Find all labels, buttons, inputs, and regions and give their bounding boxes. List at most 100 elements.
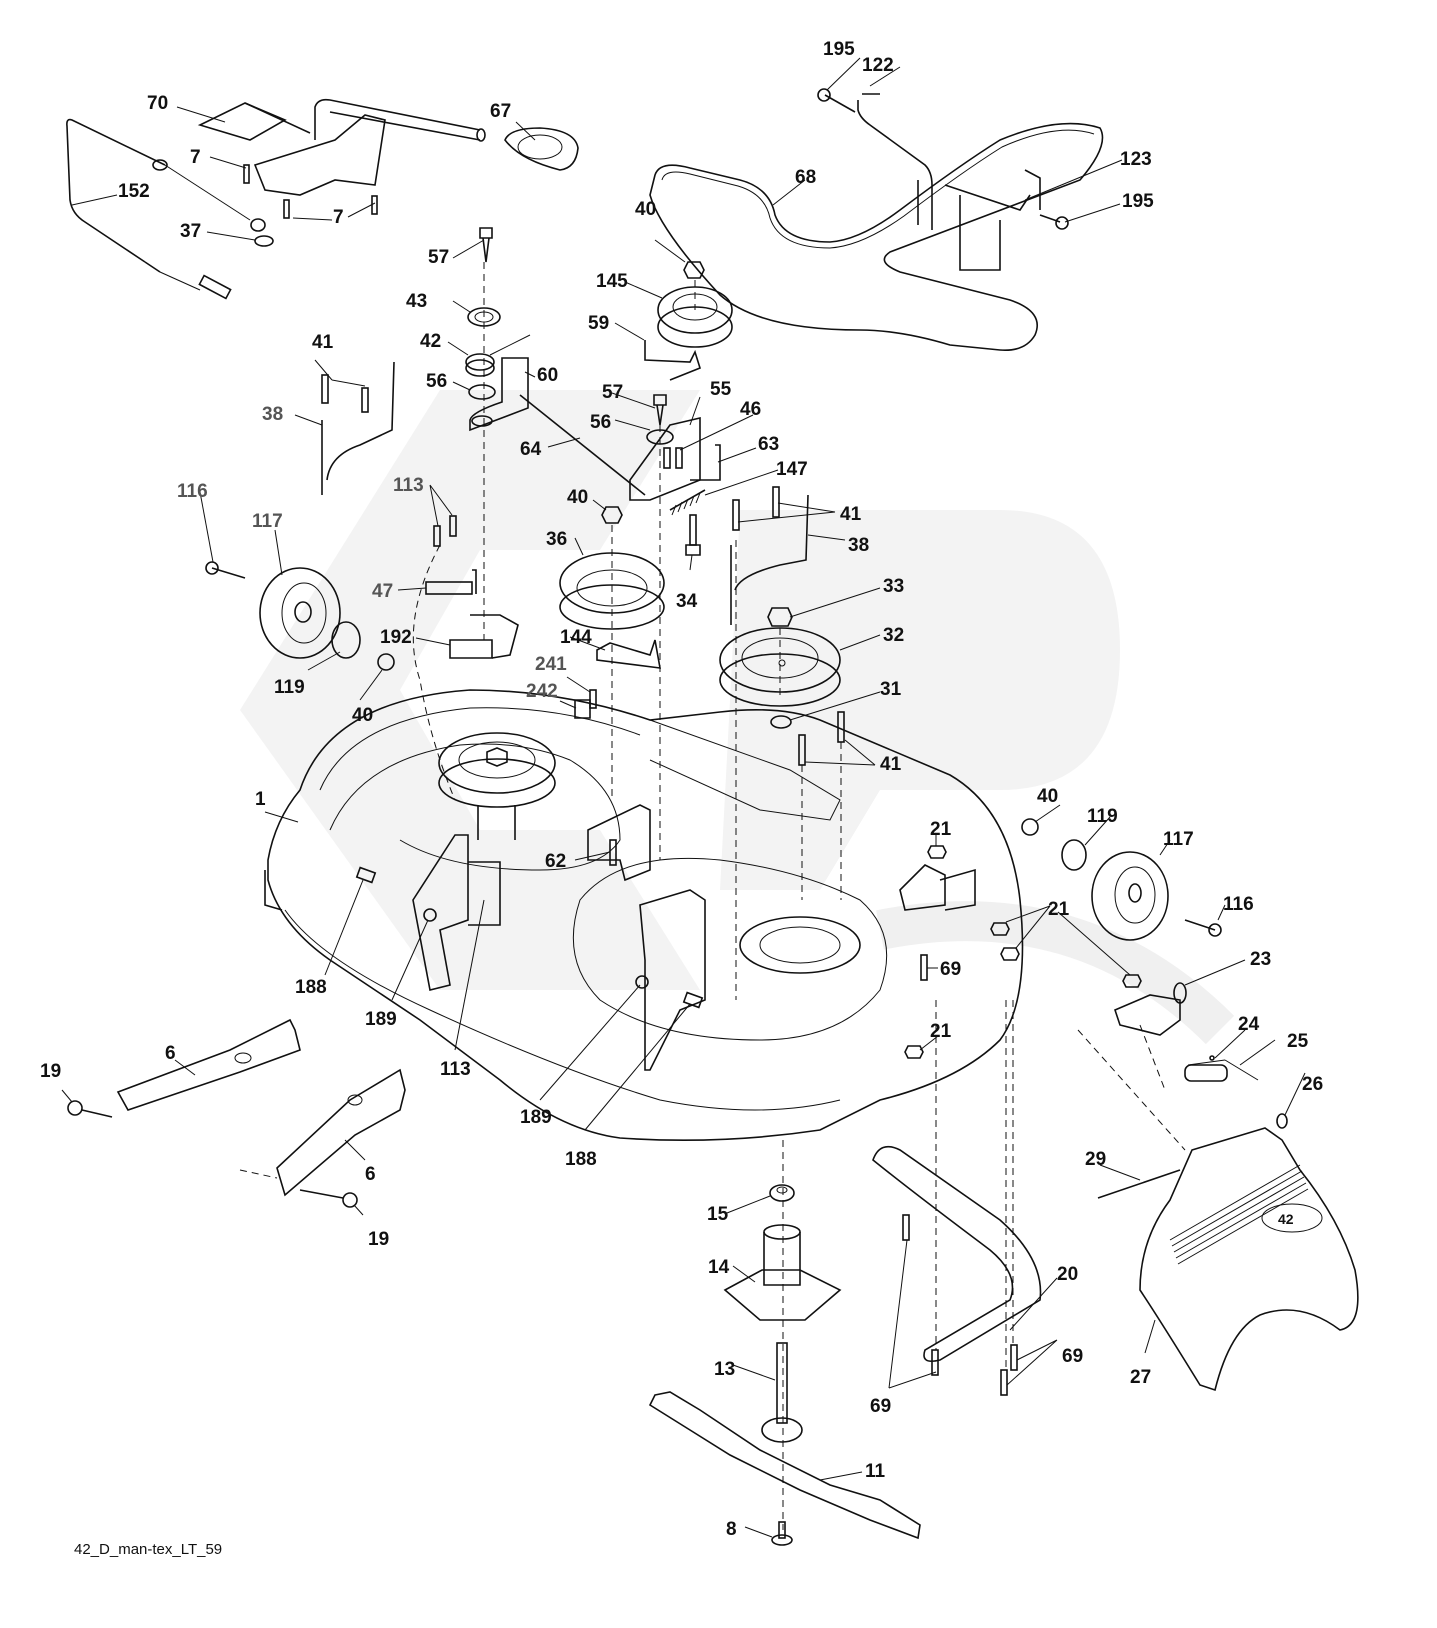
callout-label-8: 8	[726, 1519, 737, 1540]
handle-cover-part-67	[504, 127, 579, 171]
belt-part-68	[649, 122, 1104, 352]
callout-label-113: 113	[393, 475, 424, 496]
washer-part-31	[770, 715, 792, 729]
callout-label-56: 56	[590, 412, 612, 433]
callout-label-57: 57	[602, 382, 624, 403]
callout-label-40: 40	[352, 705, 374, 726]
callout-label-70: 70	[147, 93, 169, 114]
bolt-part-116-right	[1184, 919, 1222, 937]
baffle-part-20	[872, 1145, 1042, 1363]
callout-label-6: 6	[165, 1043, 176, 1064]
callout-label-188: 188	[565, 1149, 597, 1170]
belt-guide-part-123	[944, 169, 1041, 271]
spindle-shaft-part-13	[761, 1342, 803, 1443]
bolt-part-19-lower	[299, 1189, 358, 1208]
callout-label-41: 41	[880, 754, 902, 775]
nut-part-40-left-wheel	[377, 653, 395, 671]
callout-label-69: 69	[940, 959, 962, 980]
nut-part-40-center	[601, 506, 623, 524]
callout-label-69: 69	[870, 1396, 892, 1417]
bolts-part-69-lower	[902, 1214, 1018, 1396]
callout-label-32: 32	[883, 625, 905, 646]
callout-label-19: 19	[40, 1061, 62, 1082]
callout-label-195: 195	[823, 39, 855, 60]
bolts-part-46	[663, 447, 683, 469]
callout-label-123: 123	[1120, 149, 1152, 170]
bracket-part-192	[449, 614, 519, 659]
callout-label-57: 57	[428, 247, 450, 268]
bracket-right-deck	[899, 864, 976, 911]
bolts-part-113-top	[433, 515, 457, 547]
callout-label-67: 67	[490, 101, 512, 122]
callout-label-40: 40	[1037, 786, 1059, 807]
callout-label-152: 152	[118, 181, 150, 202]
mount-bracket-left	[412, 834, 501, 991]
callout-label-34: 34	[676, 591, 698, 612]
callout-label-19: 19	[368, 1229, 390, 1250]
callout-label-7: 7	[333, 207, 344, 228]
rod-part-64	[519, 394, 646, 496]
callout-label-7: 7	[190, 147, 201, 168]
bolt-part-34	[685, 514, 701, 556]
callout-label-38: 38	[848, 535, 870, 556]
idler-arm-part-60	[469, 357, 529, 432]
callout-label-29: 29	[1085, 1149, 1107, 1170]
leader-lines	[61, 57, 1306, 1538]
rod-part-29	[1097, 1169, 1181, 1199]
callout-label-43: 43	[406, 291, 428, 312]
callout-label-46: 46	[740, 399, 762, 420]
callout-label-33: 33	[883, 576, 905, 597]
belt-guide-part-122	[857, 93, 933, 230]
nuts-part-189	[423, 908, 649, 989]
callout-label-117: 117	[252, 511, 283, 532]
bracket-part-144	[596, 639, 661, 669]
callout-label-63: 63	[758, 434, 780, 455]
bolt-part-116-left	[205, 561, 246, 579]
callout-label-21: 21	[1048, 899, 1070, 920]
nut-part-33	[767, 607, 793, 627]
callout-label-147: 147	[776, 459, 808, 480]
callout-label-192: 192	[380, 627, 412, 648]
callout-label-119: 119	[1087, 806, 1118, 827]
callout-label-23: 23	[1250, 949, 1272, 970]
callout-label-188: 188	[295, 977, 327, 998]
spring-part-147	[669, 489, 706, 516]
bolts-part-7	[243, 164, 378, 219]
callout-label-117: 117	[1163, 829, 1194, 850]
washer-part-37	[254, 235, 274, 247]
callout-label-55: 55	[710, 379, 732, 400]
bracket-part-62	[587, 804, 651, 882]
bracket-part-63	[690, 444, 721, 481]
bolts-part-41-left	[321, 374, 369, 413]
callout-label-241: 241	[535, 654, 567, 675]
nut-part-242	[574, 699, 591, 719]
callout-label-119: 119	[274, 677, 305, 698]
bolt-part-57-left	[479, 227, 493, 263]
spindle-pulley-deck	[438, 732, 556, 840]
callout-label-11: 11	[865, 1461, 886, 1482]
fittings-part-188	[355, 866, 704, 1009]
callout-label-189: 189	[365, 1009, 397, 1030]
discharge-chute-part-27	[1139, 1127, 1359, 1392]
bracket-part-47	[425, 569, 477, 595]
guide-rod-part-38-left	[321, 361, 395, 495]
callout-label-122: 122	[862, 55, 894, 76]
callout-label-31: 31	[880, 679, 902, 700]
callout-label-26: 26	[1302, 1074, 1324, 1095]
clip-part-24	[1209, 1055, 1215, 1061]
callout-label-37: 37	[180, 221, 202, 242]
callout-label-64: 64	[520, 439, 542, 460]
callout-label-6: 6	[365, 1164, 376, 1185]
callout-label-20: 20	[1057, 1264, 1079, 1285]
callout-label-13: 13	[714, 1359, 736, 1380]
screws-part-195	[817, 88, 1069, 230]
callout-label-189: 189	[520, 1107, 552, 1128]
lift-link-part-6-upper	[116, 1018, 301, 1111]
callout-label-15: 15	[707, 1204, 729, 1225]
washer-part-119-left	[331, 621, 361, 659]
bearing-part-15	[769, 1184, 795, 1202]
callout-label-41: 41	[312, 332, 334, 353]
bolt-part-241	[589, 689, 597, 709]
callout-label-38: 38	[262, 404, 284, 425]
callout-label-116: 116	[177, 481, 208, 502]
